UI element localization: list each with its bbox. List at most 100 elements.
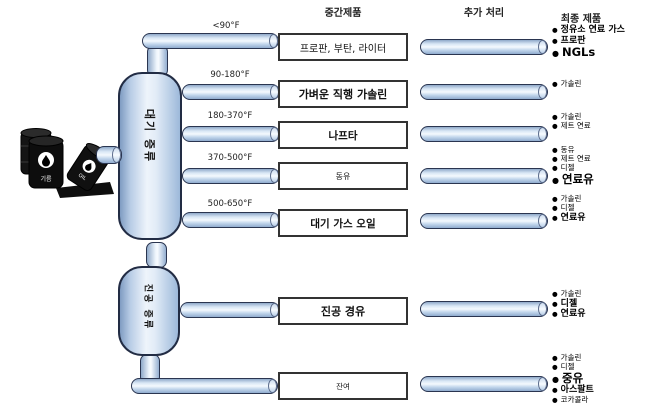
bullet-icon: ● [552, 203, 558, 212]
barrel-label: 기름 [40, 175, 52, 183]
bullet-icon: ● [552, 362, 558, 371]
header-additional-processing: 추가 처리 [463, 8, 505, 19]
final-product-item: ●가솔린 [552, 289, 586, 299]
final-product-item: ●제트 연료 [552, 120, 591, 131]
final-product-label: 가솔린 [560, 194, 582, 203]
bullet-icon: ● [552, 374, 559, 384]
final-product-label: 코카콜라 [560, 394, 589, 404]
intermediate-product-label: 진공 경유 [320, 305, 366, 318]
processing-pipe-row-2 [420, 126, 548, 142]
bullet-icon: ● [552, 175, 559, 185]
vacuum-distillation-column: 진공 증류 [118, 266, 180, 356]
atmospheric-distillation-column: 대기 증류 [118, 72, 182, 240]
final-product-label: 연료유 [560, 309, 586, 320]
intermediate-product-label: 프로판, 부탄, 라이터 [299, 43, 387, 55]
final-product-label: 디젤 [560, 202, 575, 212]
final-product-item: ●동유 [552, 145, 594, 155]
bullet-icon: ● [552, 146, 558, 154]
bullet-icon: ● [552, 163, 558, 172]
bullet-icon: ● [552, 26, 558, 34]
final-product-label: 프로판 [560, 35, 586, 46]
atmospheric-column-label: 대기 증류 [143, 109, 156, 164]
final-product-item: ●제트 연료 [552, 154, 594, 164]
residue-bottom-pipe [131, 378, 278, 394]
final-product-item: ●디젤 [552, 361, 594, 372]
final-product-item: ●디젤 [552, 299, 586, 310]
intermediate-product-label: 나프타 [328, 129, 358, 142]
temp-label-row-0: <90°F [212, 21, 240, 31]
outlet-pipe-row-3 [182, 168, 280, 184]
final-product-label: 연료유 [560, 212, 586, 223]
final-product-item: ●가솔린 [552, 194, 586, 204]
temp-label-row-3: 370-500°F [207, 153, 253, 163]
final-product-item: ●코카콜라 [552, 394, 594, 405]
intermediate-product-label: 대기 가스 오일 [310, 217, 376, 230]
bullet-icon: ● [552, 113, 558, 121]
final-products-list-row-3: ●동유●제트 연료●디젤●연료유 [552, 145, 594, 187]
overhead-pipe [142, 33, 279, 49]
final-product-label: 동유 [560, 145, 575, 154]
intermediate-product-box-row-1: 가벼운 직행 가솔린 [278, 80, 408, 108]
final-product-label: 디젤 [560, 162, 575, 172]
final-product-label: 제트 연료 [560, 120, 591, 130]
bullet-icon: ● [552, 213, 558, 222]
final-product-item: ●연료유 [552, 171, 594, 187]
outlet-pipe-row-4 [182, 212, 280, 228]
final-product-label: 가솔린 [560, 353, 582, 362]
bullet-icon: ● [552, 121, 558, 130]
processing-pipe-row-5 [420, 301, 548, 317]
final-product-item: ●NGLs [552, 46, 625, 60]
bullet-icon: ● [552, 310, 558, 319]
header-final-products: 최종 제품 [560, 14, 602, 25]
intermediate-product-box-row-3: 동유 [278, 162, 408, 190]
oil-barrel-front: 기름 [28, 135, 64, 189]
bullet-icon: ● [552, 290, 558, 298]
final-product-item: ●프로판 [552, 36, 625, 47]
final-product-item: ●연료유 [552, 309, 586, 320]
outlet-pipe-row-5 [180, 302, 280, 318]
final-product-label: 디젤 [560, 361, 575, 371]
intermediate-product-label: 잔여 [336, 381, 350, 391]
temp-label-row-2: 180-370°F [207, 111, 253, 121]
bullet-icon: ● [552, 49, 559, 59]
oil-barrels-image: 기름 OIL [20, 128, 114, 198]
final-product-label: 아스팔트 [560, 385, 594, 396]
temp-label-row-4: 500-650°F [207, 199, 253, 209]
header-intermediate-products: 중간제품 [324, 8, 362, 19]
intermediate-product-label: 동유 [335, 171, 351, 181]
vacuum-column-label: 진공 증류 [142, 283, 153, 330]
final-product-item: ●중유 [552, 370, 594, 386]
processing-pipe-row-4 [420, 213, 548, 229]
crude-inlet-pipe [96, 146, 122, 164]
intermediate-product-box-row-5: 진공 경유 [278, 297, 408, 325]
final-products-list-row-4: ●가솔린●디젤●연료유 [552, 194, 586, 224]
final-product-label: 가솔린 [560, 79, 582, 88]
bullet-icon: ● [552, 354, 558, 362]
outlet-pipe-row-2 [182, 126, 280, 142]
intermediate-product-box-row-4: 대기 가스 오일 [278, 209, 408, 237]
final-product-label: 정유소 연료 가스 [560, 25, 625, 35]
processing-pipe-row-6 [420, 376, 548, 392]
bullet-icon: ● [552, 195, 558, 203]
intermediate-product-box-row-6: 잔여 [278, 372, 408, 400]
bullet-icon: ● [552, 299, 558, 308]
barrel-side-label: OIL [77, 172, 87, 182]
bullet-icon: ● [552, 80, 558, 88]
final-products-list-row-6: ●가솔린●디젤●중유●아스팔트●코카콜라 [552, 353, 594, 405]
outlet-pipe-row-1 [182, 84, 280, 100]
final-product-label: 가솔린 [560, 112, 582, 121]
final-products-list-row-0: ●정유소 연료 가스●프로판●NGLs [552, 25, 625, 60]
processing-pipe-row-3 [420, 168, 548, 184]
final-product-item: ●가솔린 [552, 112, 591, 122]
final-product-label: NGLs [561, 45, 596, 60]
column-connector-pipe [146, 242, 167, 268]
oil-drop-icon [42, 155, 50, 167]
intermediate-product-box-row-2: 나프타 [278, 121, 408, 149]
bullet-icon: ● [552, 386, 558, 395]
final-product-item: ●아스팔트 [552, 385, 594, 396]
oil-drop-icon [85, 162, 92, 171]
final-product-label: 중유 [561, 370, 584, 385]
final-product-item: ●연료유 [552, 213, 586, 224]
final-product-label: 연료유 [561, 171, 594, 186]
